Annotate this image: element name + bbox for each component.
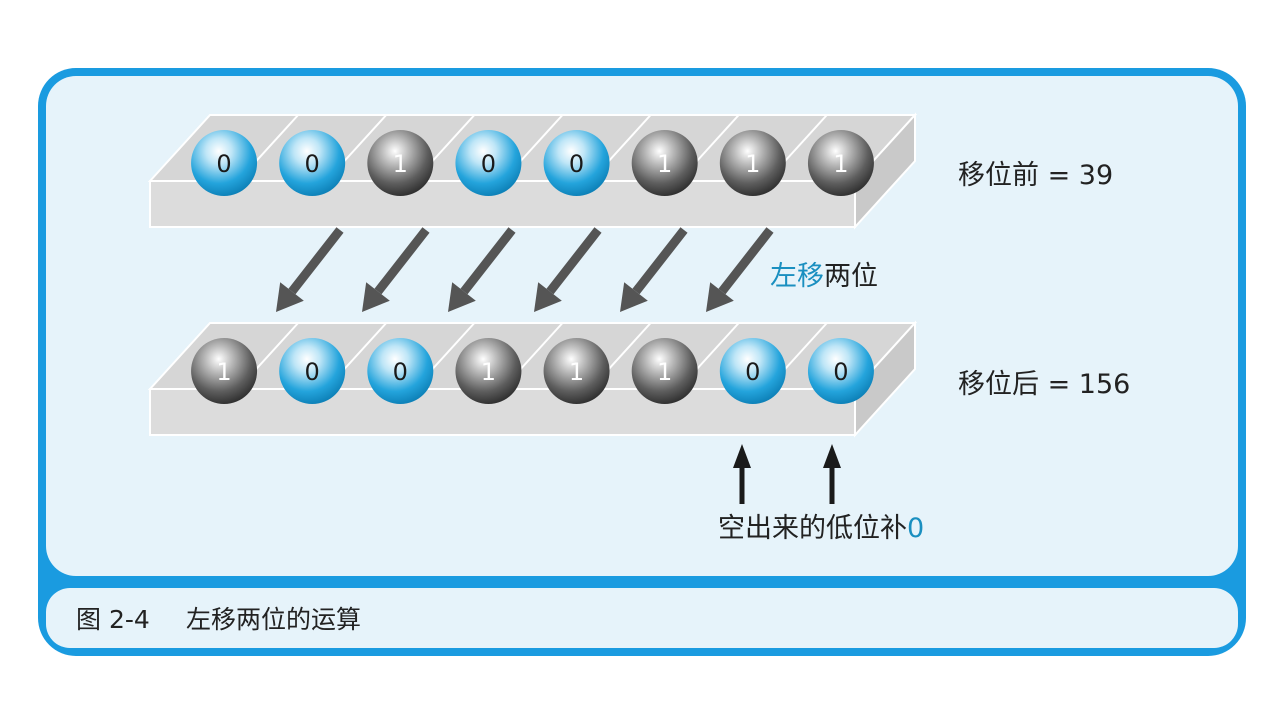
fill-arrow xyxy=(733,444,751,504)
after-bit-ball: 0 xyxy=(719,338,786,404)
shift-label: 左移两位 xyxy=(770,261,878,292)
after-bit-ball: 1 xyxy=(191,338,258,404)
after-bit-digit: 0 xyxy=(833,358,848,386)
shift-arrow-head xyxy=(276,282,304,312)
shift-arrow-shaft xyxy=(632,227,688,295)
after-bit-ball: 1 xyxy=(455,338,522,404)
fill-arrows xyxy=(733,444,841,504)
shift-arrow-head xyxy=(362,282,390,312)
gray-ball xyxy=(631,338,698,404)
fill-arrow-head xyxy=(823,444,841,468)
shift-arrow-shaft xyxy=(288,227,344,295)
before-bit-ball: 1 xyxy=(807,130,874,196)
shift-arrow-head xyxy=(706,282,734,312)
gray-ball xyxy=(455,338,522,404)
blue-ball xyxy=(191,130,258,196)
shift-arrow xyxy=(706,227,774,312)
shift-arrow xyxy=(362,227,430,312)
after-bit-ball: 0 xyxy=(367,338,434,404)
gray-ball xyxy=(631,130,698,196)
before-bit-digit: 0 xyxy=(569,150,584,178)
shift-arrow-head xyxy=(448,282,476,312)
after-bit-digit: 0 xyxy=(745,358,760,386)
before-bit-ball: 0 xyxy=(543,130,610,196)
shift-arrow xyxy=(534,227,602,312)
after-bit-ball: 1 xyxy=(631,338,698,404)
before-bit-ball: 0 xyxy=(279,130,346,196)
gray-ball xyxy=(719,130,786,196)
shift-arrow xyxy=(276,227,344,312)
before-bit-ball: 1 xyxy=(631,130,698,196)
blue-ball xyxy=(279,130,346,196)
shift-arrow-head xyxy=(620,282,648,312)
before-bit-digit: 1 xyxy=(745,150,760,178)
shift-arrow-head xyxy=(534,282,562,312)
before-bit-ball: 1 xyxy=(719,130,786,196)
blue-ball xyxy=(543,130,610,196)
fill-arrow xyxy=(823,444,841,504)
blue-ball xyxy=(279,338,346,404)
blue-ball xyxy=(455,130,522,196)
fill-arrow-head xyxy=(733,444,751,468)
shift-label-highlight: 左移 xyxy=(770,261,824,292)
gray-ball xyxy=(367,130,434,196)
after-bit-digit: 1 xyxy=(481,358,496,386)
before-label: 移位前 = 39 xyxy=(958,160,1113,191)
before-bit-ball: 0 xyxy=(455,130,522,196)
shift-label-rest: 两位 xyxy=(824,261,878,292)
before-bit-ball: 1 xyxy=(367,130,434,196)
blue-ball xyxy=(807,338,874,404)
after-bit-digit: 1 xyxy=(657,358,672,386)
before-bit-digit: 0 xyxy=(216,150,231,178)
caption-figure-no: 图 2-4 xyxy=(76,605,150,634)
after-bit-digit: 0 xyxy=(393,358,408,386)
shift-arrow-shaft xyxy=(374,227,430,295)
after-bit-digit: 1 xyxy=(216,358,231,386)
fill-label: 空出来的低位补0 xyxy=(718,513,924,544)
after-bit-digit: 0 xyxy=(305,358,320,386)
before-bit-digit: 1 xyxy=(393,150,408,178)
caption-title: 左移两位的运算 xyxy=(186,605,361,634)
tray-before: 0 0 1 0 0 1 1 1 xyxy=(147,112,918,230)
gray-ball xyxy=(543,338,610,404)
shift-arrow-shaft xyxy=(718,227,774,295)
gray-ball xyxy=(191,338,258,404)
before-bit-digit: 1 xyxy=(657,150,672,178)
shift-arrow xyxy=(620,227,688,312)
before-bit-digit: 0 xyxy=(481,150,496,178)
after-bit-ball: 0 xyxy=(279,338,346,404)
after-bit-ball: 0 xyxy=(807,338,874,404)
after-label: 移位后 = 156 xyxy=(958,369,1130,400)
shift-arrow-shaft xyxy=(460,227,516,295)
tray-after: 1 0 0 1 1 1 0 0 xyxy=(147,320,918,438)
shift-arrow-shaft xyxy=(546,227,602,295)
before-bit-ball: 0 xyxy=(191,130,258,196)
before-bit-digit: 0 xyxy=(305,150,320,178)
shift-arrows xyxy=(276,227,774,312)
gray-ball xyxy=(807,130,874,196)
before-bit-digit: 1 xyxy=(833,150,848,178)
fill-label-text: 空出来的低位补 xyxy=(718,513,907,544)
shift-arrow xyxy=(448,227,516,312)
blue-ball xyxy=(367,338,434,404)
blue-ball xyxy=(719,338,786,404)
after-bit-digit: 1 xyxy=(569,358,584,386)
caption-bar xyxy=(46,588,1238,648)
after-bit-ball: 1 xyxy=(543,338,610,404)
fill-label-highlight: 0 xyxy=(907,513,924,544)
